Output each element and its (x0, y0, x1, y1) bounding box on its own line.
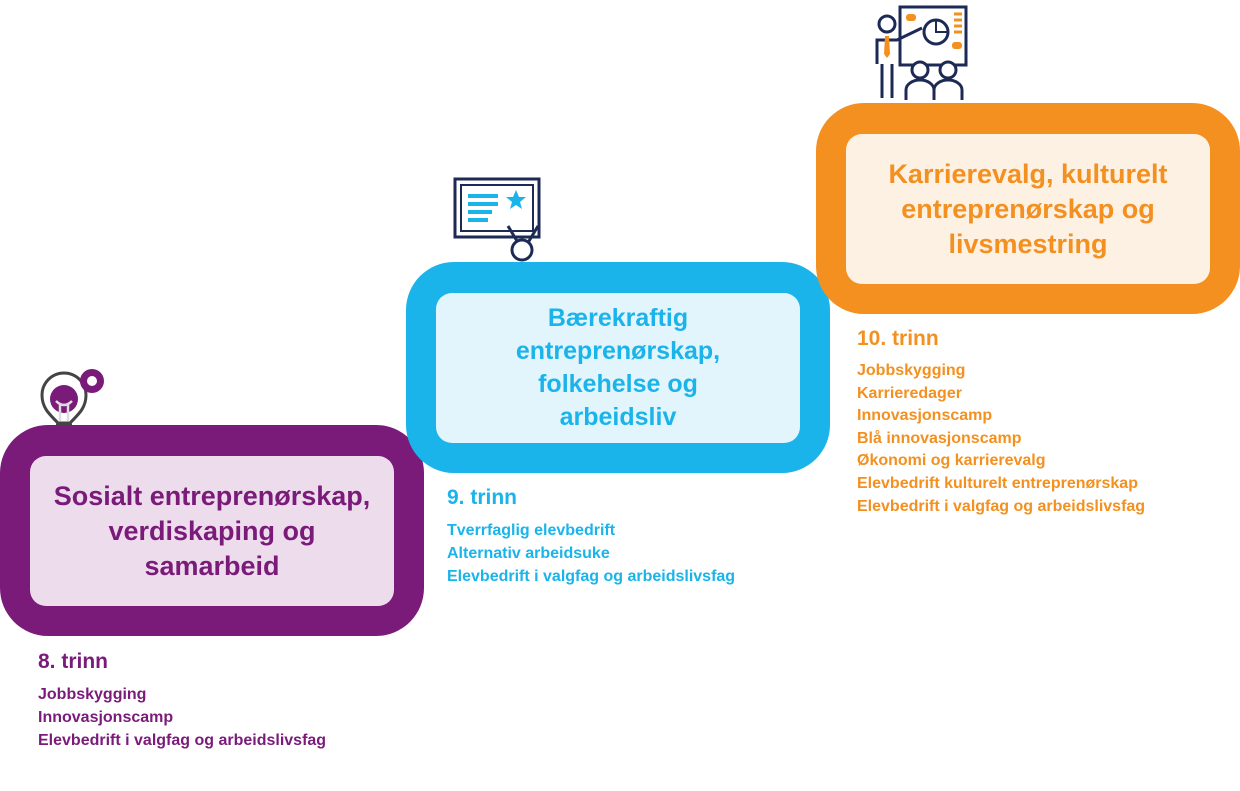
list-item: Jobbskygging (38, 686, 147, 703)
certificate-icon (453, 177, 541, 262)
list-item: Elevbedrift kulturelt entreprenørskap (857, 474, 1138, 492)
step-10-grade: 10. trinn (857, 327, 939, 350)
step-8-box: Sosialt entreprenørskap, verdiskaping og… (0, 425, 424, 636)
step-10-items: Jobbskygging Karrieredager Innovasjonsca… (857, 360, 1145, 518)
presentation-icon (875, 5, 968, 100)
list-item: Elevbedrift i valgfag og arbeidslivsfag (38, 732, 327, 749)
step-8-inner: Sosialt entreprenørskap, verdiskaping og… (30, 456, 394, 606)
step-8-grade: 8. trinn (38, 650, 109, 673)
step-9-title: Bærekraftig entreprenørskap, folkehelse … (515, 304, 721, 431)
step-8-title: Sosialt entreprenørskap, verdiskaping og… (53, 480, 371, 581)
list-item: Innovasjonscamp (38, 709, 174, 726)
list-item: Karrieredager (857, 384, 962, 402)
step-10-title: Karrierevalg, kulturelt entreprenørskap … (888, 158, 1168, 259)
lightbulb-gear-icon (40, 369, 104, 437)
step-10-box: Karrierevalg, kulturelt entreprenørskap … (816, 103, 1240, 314)
step-9-inner: Bærekraftig entreprenørskap, folkehelse … (436, 293, 800, 443)
list-item: Jobbskygging (857, 362, 966, 379)
step-10-inner: Karrierevalg, kulturelt entreprenørskap … (846, 134, 1210, 284)
list-item: Elevbedrift i valgfag og arbeidslivsfag (447, 568, 736, 585)
list-item: Tverrfaglig elevbedrift (447, 522, 616, 539)
list-item: Økonomi og karrierevalg (857, 452, 1046, 470)
step-9-items: Tverrfaglig elevbedrift Alternativ arbei… (447, 519, 735, 588)
step-9-grade: 9. trinn (447, 486, 518, 509)
step-8-items: Jobbskygging Innovasjonscamp Elevbedrift… (38, 683, 326, 752)
step-9-box: Bærekraftig entreprenørskap, folkehelse … (406, 262, 830, 473)
list-item: Elevbedrift i valgfag og arbeidslivsfag (857, 497, 1146, 515)
list-item: Blå innovasjonscamp (857, 429, 1022, 447)
list-item: Alternativ arbeidsuke (447, 545, 610, 562)
list-item: Innovasjonscamp (857, 407, 993, 425)
